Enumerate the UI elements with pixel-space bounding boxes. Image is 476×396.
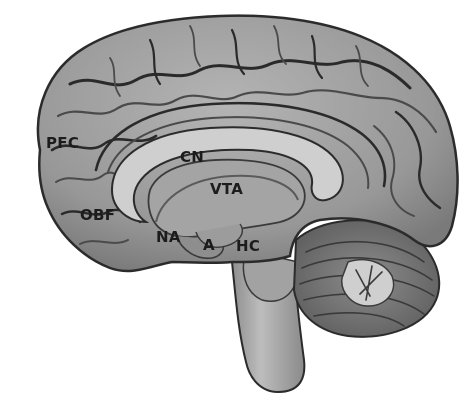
- label-a: A: [203, 236, 215, 254]
- label-vta: VTA: [210, 180, 243, 198]
- label-hc: HC: [236, 237, 260, 255]
- label-na: NA: [156, 228, 181, 246]
- label-pfc: PFC: [46, 134, 79, 152]
- label-obf: OBF: [80, 206, 115, 224]
- label-cn: CN: [180, 148, 204, 166]
